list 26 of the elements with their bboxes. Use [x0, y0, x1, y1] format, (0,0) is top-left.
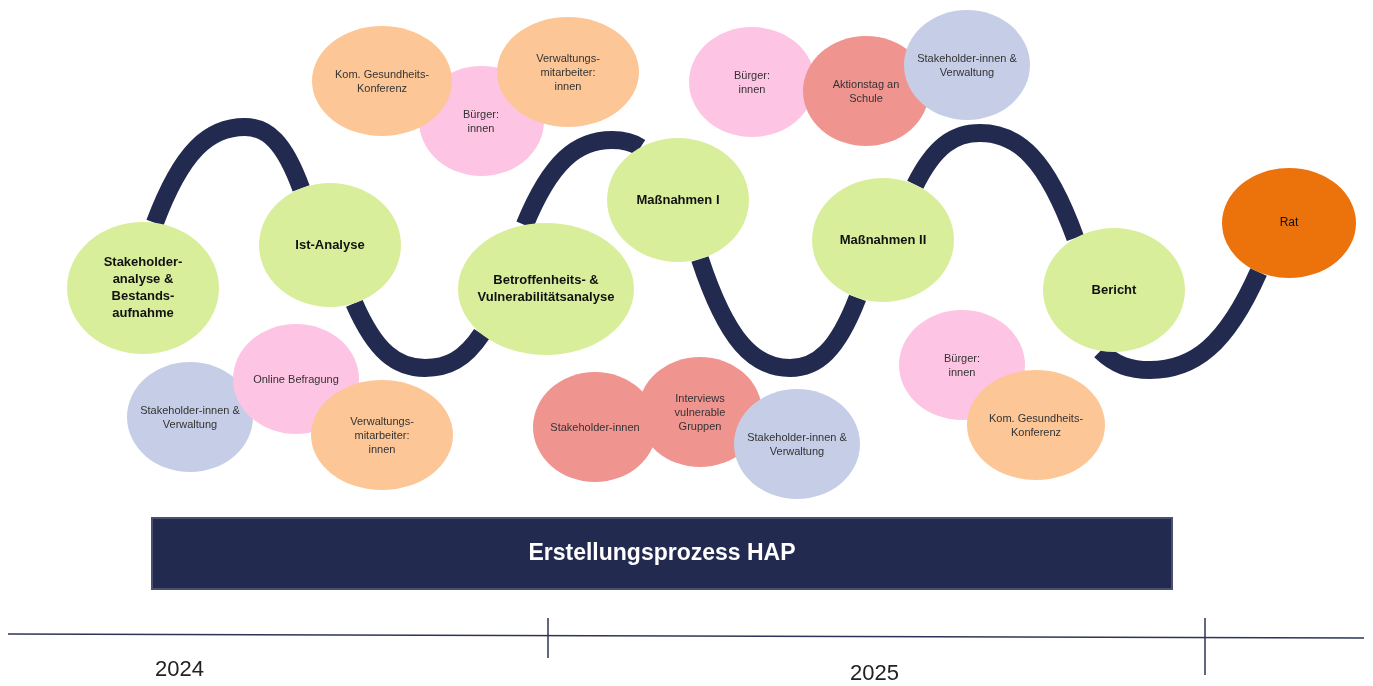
node-label: Stakeholder-innen & Verwaltung	[139, 402, 241, 432]
node-label: Maßnahmen I	[636, 191, 720, 209]
node-label: Stakeholder- analyse & Bestands- aufnahme	[102, 254, 184, 322]
node-label: Kom. Gesundheits- Konferenz	[333, 66, 431, 96]
node-label: Interviews vulnerable Gruppen	[673, 390, 727, 434]
node-label: Bürger: innen	[732, 67, 772, 97]
node-label: Erstellungsprozess HAP	[528, 538, 796, 568]
node-label: Kom. Gesundheits- Konferenz	[987, 410, 1085, 440]
node-label: Stakeholder-innen & Verwaltung	[746, 429, 848, 459]
node-label: Stakeholder-innen & Verwaltung	[916, 50, 1018, 80]
process-bar	[151, 516, 1173, 590]
node-label: Verwaltungs- mitarbeiter: innen	[535, 50, 601, 94]
node-label: Verwaltungs- mitarbeiter: innen	[349, 413, 415, 457]
node-label: Bürger: innen	[942, 350, 982, 380]
node-label: Stakeholder-innen	[550, 419, 640, 435]
node-label: Aktionstag an Schule	[831, 76, 901, 106]
wave-connector	[691, 256, 866, 377]
node-label: Bericht	[1091, 281, 1137, 299]
node-label: Bürger: innen	[461, 106, 501, 136]
year-label: 2025	[850, 660, 899, 686]
node-label: Maßnahmen II	[839, 231, 927, 249]
year-label: 2024	[155, 656, 204, 682]
node-label: Betroffenheits- & Vulnerabilitätsanalyse	[476, 272, 616, 306]
node-label: Ist-Analyse	[295, 236, 365, 254]
node-label: Online Befragung	[253, 371, 339, 387]
node-label: Rat	[1279, 215, 1299, 231]
